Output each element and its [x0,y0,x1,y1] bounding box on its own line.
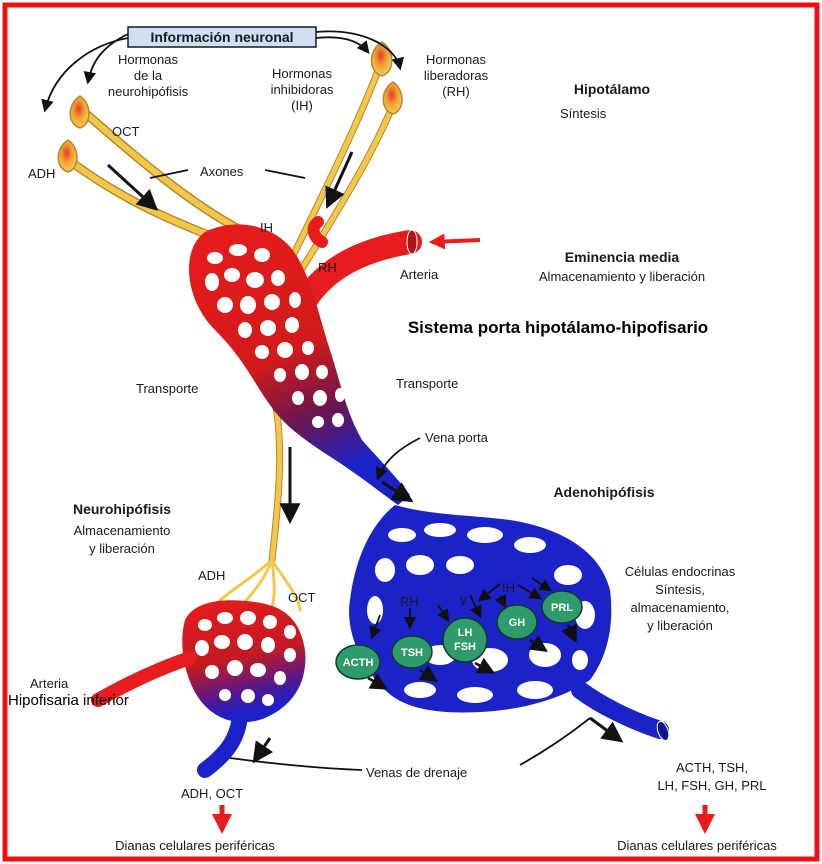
cell-gh: GH [497,605,537,639]
label-eminencia: Eminencia media [565,249,680,265]
label-vena-porta: Vena porta [425,430,489,445]
label-y-adeno: y [460,592,467,607]
label-adenohipofisis: Adenohipófisis [553,484,654,500]
label-adh-top: ADH [28,166,55,181]
neuron-oct [70,96,89,128]
label-hipofisaria-inferior: Hipofisaria inferior [8,692,129,709]
label-hormonas-lib-2: liberadoras [424,68,489,83]
output-arrows [222,805,705,830]
label-transporte-left: Transporte [136,381,198,396]
label-almac-lib: Almacenamiento y liberación [539,269,705,284]
label-oct-top: OCT [112,124,140,139]
label-adh-oct: ADH, OCT [181,786,243,801]
label-celulas-2: Síntesis, [655,582,705,597]
label-neurohipofisis: Neurohipófisis [73,501,171,517]
label-rh-adeno: RH [400,594,419,609]
label-hipotalamo: Hipotálamo [574,81,650,97]
info-box: Información neuronal [128,27,316,47]
cell-lh-fsh: LH FSH [443,618,487,662]
label-axones: Axones [200,164,244,179]
cell-tsh-label: TSH [401,647,423,659]
cell-acth: ACTH [336,645,380,679]
label-celulas-1: Células endocrinas [625,564,736,579]
label-sistema-porta: Sistema porta hipotálamo-hipofisario [408,318,708,337]
label-dianas-right: Dianas celulares periféricas [617,838,777,853]
label-hormonas-neuro-3: neurohipófisis [108,84,189,99]
label-hormonas-inhib-2: inhibidoras [271,82,334,97]
cell-tsh: TSH [392,636,432,668]
drainage-vein-right [580,690,671,742]
label-sintesis: Síntesis [560,106,607,121]
label-hormonas-lib-1: Hormonas [426,52,486,67]
neuron-rh [383,82,402,114]
label-celulas-3: almacenamiento, [631,600,730,615]
cell-lh-label: LH [458,627,473,639]
cell-fsh-label: FSH [454,641,476,653]
label-hormonas-inhib-3: (IH) [291,98,313,113]
label-rh-mid: RH [318,260,337,275]
cell-prl: PRL [542,591,582,623]
cell-acth-label: ACTH [343,657,374,669]
drainage-vein-left [205,715,240,770]
label-venas-drenaje: Venas de drenaje [366,765,467,780]
label-acth-list-2: LH, FSH, GH, PRL [657,778,766,793]
label-neuro-almac-2: y liberación [89,541,155,556]
neuron-ih [372,42,392,76]
label-acth-list-1: ACTH, TSH, [676,760,748,775]
cell-gh-label: GH [509,617,526,629]
label-hormonas-neuro-2: de la [134,68,163,83]
neuron-adh [58,140,77,172]
label-neuro-almac-1: Almacenamiento [74,523,171,538]
label-oct-bottom: OCT [288,590,316,605]
label-adh-bottom: ADH [198,568,225,583]
label-arteria-top: Arteria [400,267,439,282]
label-hormonas-neuro-1: Hormonas [118,52,178,67]
label-hormonas-lib-3: (RH) [442,84,469,99]
label-hormonas-inhib-1: Hormonas [272,66,332,81]
cell-prl-label: PRL [551,602,573,614]
label-arteria-bottom: Arteria [30,676,69,691]
label-ih-adeno: IH [502,580,515,595]
label-dianas-left: Dianas celulares periféricas [115,838,275,853]
info-box-label: Información neuronal [150,29,293,45]
label-ih-mid: IH [260,220,273,235]
label-transporte-right: Transporte [396,376,458,391]
label-celulas-4: y liberación [647,618,713,633]
